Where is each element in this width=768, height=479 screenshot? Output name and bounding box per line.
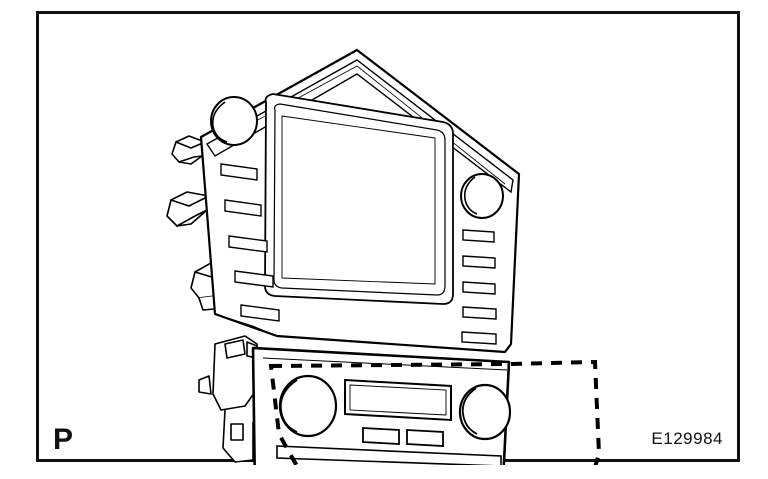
removal-dashed-outline — [271, 362, 599, 465]
lower-control-assembly — [199, 336, 510, 465]
lower-small-button-group[interactable] — [363, 428, 443, 446]
figure-code: E129984 — [651, 429, 723, 448]
bracket-clip-upper-tab2 — [179, 156, 202, 162]
bracket-clip-middle-tab2 — [177, 210, 207, 226]
lower-small-button-2 — [407, 430, 443, 446]
figure-frame: P E129984 — [36, 11, 743, 465]
lower-display-window — [345, 380, 451, 420]
screen-glass — [282, 116, 435, 284]
lower-left-bracket — [199, 336, 259, 462]
bracket-clip-upper-tab — [176, 142, 205, 148]
upper-right-button-3 — [463, 282, 495, 294]
upper-display-unit — [201, 50, 519, 352]
upper-left-button-1 — [221, 164, 257, 180]
lower-knob-right[interactable] — [460, 385, 510, 439]
upper-left-button-3 — [229, 236, 267, 252]
lower-small-button-1 — [363, 428, 399, 444]
upper-knob-left[interactable] — [211, 97, 257, 145]
upper-right-button-4 — [463, 307, 496, 319]
lower-display-window-inner — [350, 385, 446, 415]
upper-knob-right[interactable] — [461, 174, 503, 218]
lower-bracket-slot — [231, 424, 243, 440]
lower-knob-left[interactable] — [280, 376, 336, 436]
lower-bracket-tab — [199, 376, 211, 394]
upper-bezel-seam-bottom — [277, 336, 505, 352]
upper-right-button-1 — [463, 230, 494, 242]
lower-separator-strip — [277, 446, 501, 465]
upper-left-button-5 — [241, 305, 279, 321]
upper-left-button-4 — [235, 271, 273, 287]
figure-letter: P — [53, 423, 74, 456]
technical-illustration — [39, 14, 743, 465]
upper-right-button-group[interactable] — [462, 230, 496, 344]
upper-bezel-seam-left — [215, 314, 277, 336]
lower-top-rib — [263, 358, 507, 370]
lower-bracket-notch-1 — [225, 340, 245, 358]
bracket-clip-middle-tab — [171, 196, 209, 206]
bracket-clip-upper — [172, 136, 205, 164]
upper-left-button-2 — [225, 200, 261, 216]
upper-left-button-group[interactable] — [221, 164, 279, 321]
upper-right-button-5 — [462, 332, 496, 344]
upper-bezel-top-rail — [207, 60, 513, 192]
upper-right-button-2 — [463, 256, 495, 268]
